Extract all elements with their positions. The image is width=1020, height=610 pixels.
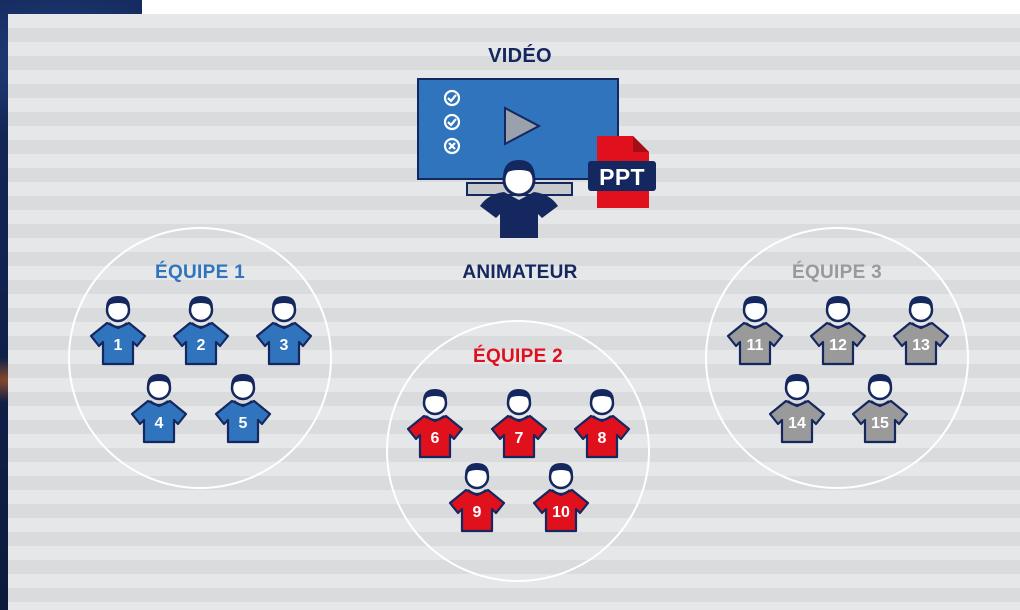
player-number: 13 (912, 337, 930, 354)
top-strip (142, 0, 1020, 14)
player-jersey-icon: 9 (444, 463, 510, 533)
player-jersey-icon: 1 (85, 296, 151, 366)
cross-icon (443, 137, 461, 155)
player-number: 6 (430, 430, 440, 447)
player-jersey-icon: 7 (486, 389, 552, 459)
player-jersey-icon: 12 (805, 296, 871, 366)
player-number: 7 (514, 430, 524, 447)
presenter-icon (480, 160, 558, 238)
check-icon (443, 89, 461, 131)
player-jersey-icon: 6 (402, 389, 468, 459)
player-jersey-icon: 13 (888, 296, 954, 366)
player-jersey-icon: 3 (251, 296, 317, 366)
ppt-file-icon (588, 136, 656, 208)
team-3-label: ÉQUIPE 3 (791, 262, 883, 283)
team-1-circle (68, 227, 332, 489)
player-jersey-icon: 8 (569, 389, 635, 459)
player-number: 2 (196, 337, 206, 354)
player-number: 12 (829, 337, 847, 354)
team-3-circle (705, 227, 969, 489)
player-number: 9 (472, 504, 482, 521)
ppt-label: PPT (599, 164, 645, 190)
player-number: 3 (279, 337, 289, 354)
player-number: 5 (238, 415, 248, 432)
player-jersey-icon: 10 (528, 463, 594, 533)
play-icon (504, 106, 542, 146)
player-number: 15 (871, 415, 889, 432)
player-jersey-icon: 2 (168, 296, 234, 366)
player-jersey-icon: 5 (210, 374, 276, 444)
team-2-circle (386, 320, 650, 582)
player-jersey-icon: 14 (764, 374, 830, 444)
player-number: 10 (552, 504, 570, 521)
player-number: 14 (788, 415, 806, 432)
player-jersey-icon: 15 (847, 374, 913, 444)
player-number: 8 (597, 430, 607, 447)
player-number: 1 (113, 337, 123, 354)
presenter-label: ANIMATEUR (462, 262, 578, 283)
video-title: VIDÉO (488, 45, 552, 67)
video-screen-icon (417, 78, 656, 238)
player-number: 4 (154, 415, 164, 432)
player-jersey-icon: 4 (126, 374, 192, 444)
player-jersey-icon: 11 (722, 296, 788, 366)
player-number: 11 (746, 337, 764, 354)
team-1-label: ÉQUIPE 1 (154, 262, 246, 283)
team-2-label: ÉQUIPE 2 (472, 346, 564, 367)
